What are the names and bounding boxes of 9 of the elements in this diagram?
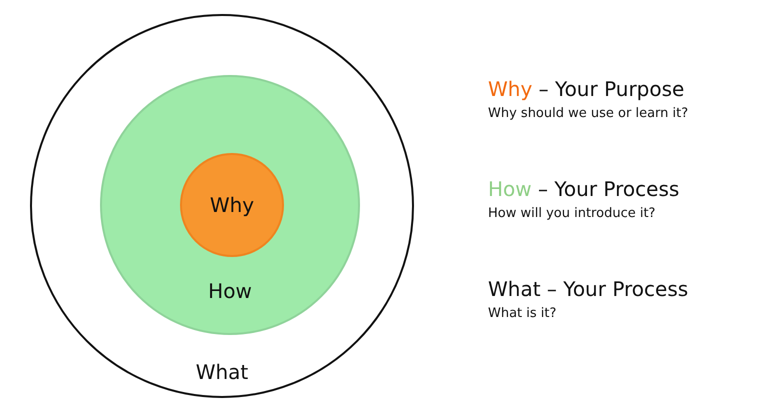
heading: Why – Your Purpose bbox=[488, 77, 684, 101]
heading: How – Your Process bbox=[488, 177, 680, 201]
heading: What – Your Process bbox=[488, 277, 688, 301]
circle-label: Why bbox=[210, 193, 254, 217]
description: Why should we use or learn it? bbox=[488, 106, 688, 121]
circle-label: How bbox=[208, 279, 252, 303]
circle-label: What bbox=[196, 360, 248, 384]
description: How will you introduce it? bbox=[488, 206, 656, 221]
description: What is it? bbox=[488, 306, 556, 321]
